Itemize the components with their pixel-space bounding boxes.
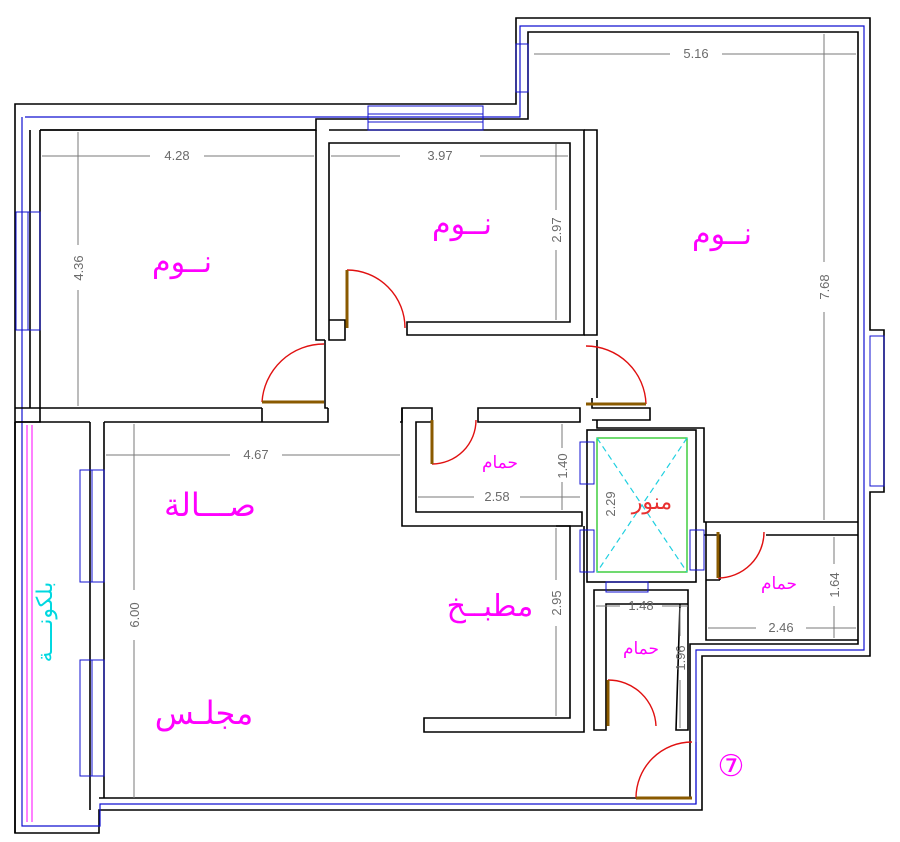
wall-kitchen bbox=[423, 525, 689, 733]
window-shaft-1 bbox=[579, 441, 595, 485]
dim-5-16: 5.16 bbox=[683, 46, 708, 61]
dim-1-96: 1.96 bbox=[673, 645, 688, 670]
label-bath-1: حمام bbox=[482, 453, 518, 473]
window-shaft-3 bbox=[689, 529, 705, 571]
window-corner bbox=[515, 43, 529, 93]
door-arc-left-bedroom bbox=[261, 343, 325, 403]
door-arc-mid-bedroom bbox=[346, 269, 406, 329]
label-balcony: بلكونــــة bbox=[33, 582, 58, 663]
label-bedroom-right: نــوم bbox=[692, 217, 752, 252]
shaft-x2 bbox=[596, 437, 688, 573]
dim-2-95: 2.95 bbox=[549, 590, 564, 615]
label-hall: صـــالة bbox=[164, 486, 256, 524]
dim-4-67: 4.67 bbox=[243, 447, 268, 462]
label-kitchen: مطبــخ bbox=[447, 589, 534, 624]
dim-1-64: 1.64 bbox=[827, 572, 842, 597]
label-majlis: مجلـس bbox=[155, 694, 254, 732]
dim-1-40: 1.40 bbox=[555, 453, 570, 478]
door-arc-right-bedroom bbox=[585, 345, 647, 405]
shaft-inner bbox=[596, 437, 688, 573]
outer-wall bbox=[14, 17, 885, 834]
dim-1-48: 1.48 bbox=[628, 598, 653, 613]
door-arc-bath-2 bbox=[607, 679, 657, 727]
door-arc-bath-1 bbox=[431, 419, 477, 465]
wall-bath-3 bbox=[705, 522, 858, 641]
window-top bbox=[367, 105, 484, 131]
wall-left-bedroom-2 bbox=[29, 130, 328, 422]
dim-2-46: 2.46 bbox=[768, 620, 793, 635]
label-bedroom-left: نــوم bbox=[152, 245, 212, 280]
dim-4-28: 4.28 bbox=[164, 148, 189, 163]
wall-bath-1 bbox=[401, 407, 583, 527]
label-shaft: منور bbox=[631, 490, 672, 515]
door-arc-entrance bbox=[635, 741, 693, 799]
wall-right-bedroom bbox=[584, 129, 858, 580]
dim-2-29: 2.29 bbox=[603, 491, 618, 516]
label-bath-3: حمام bbox=[761, 574, 797, 594]
label-bedroom-mid: نــوم bbox=[432, 207, 492, 242]
dim-4-36: 4.36 bbox=[71, 255, 86, 280]
outer-blue-line bbox=[21, 25, 865, 827]
wall-hall bbox=[14, 408, 403, 833]
dim-6-00: 6.00 bbox=[127, 602, 142, 627]
dim-2-58: 2.58 bbox=[484, 489, 509, 504]
dim-7-68: 7.68 bbox=[817, 274, 832, 299]
door-arc-bath-3 bbox=[717, 531, 765, 579]
outer-wall-inner bbox=[40, 31, 859, 799]
unit-number: ⑦ bbox=[718, 749, 745, 784]
dim-3-97: 3.97 bbox=[427, 148, 452, 163]
label-bath-2: حمام bbox=[623, 639, 659, 659]
wall-left-bedroom bbox=[15, 129, 329, 423]
dimension-lines bbox=[42, 34, 856, 798]
window-right bbox=[869, 335, 885, 487]
window-shaft-bottom bbox=[605, 581, 649, 593]
dim-2-97: 2.97 bbox=[549, 217, 564, 242]
window-shaft-2 bbox=[579, 529, 595, 573]
